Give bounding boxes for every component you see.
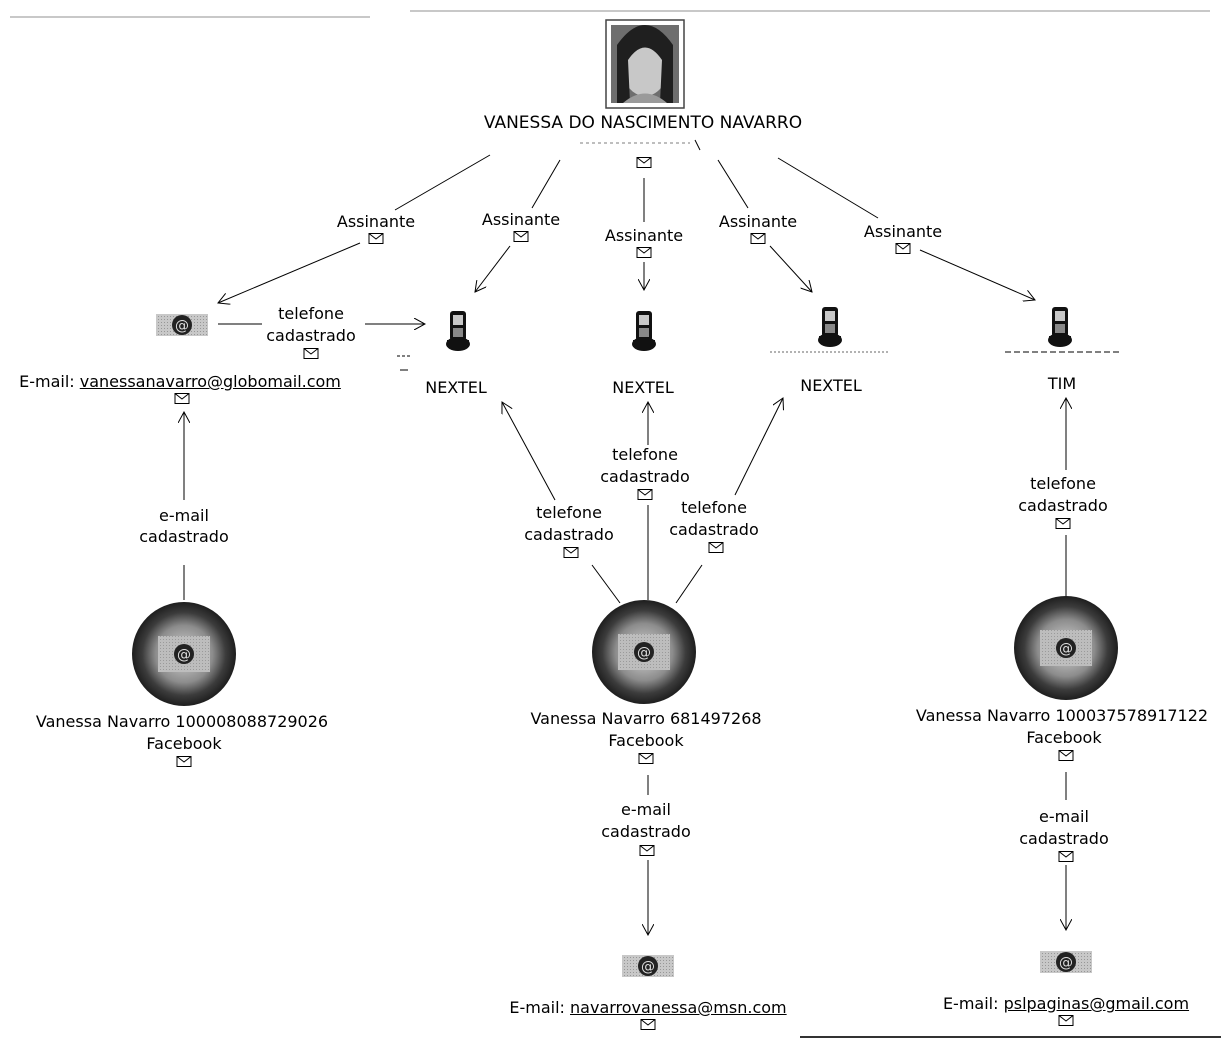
edge-person-phone3-a [717,159,749,209]
envelope-icon[interactable] [751,233,766,244]
edge-label-assinante: Assinante [336,212,416,231]
redaction-marks [397,139,1120,371]
email-address-link[interactable]: vanessanavarro@globomail.com [79,372,341,391]
facebook-profile-title[interactable]: Vanessa Navarro 681497268 [530,709,762,728]
envelope-icon[interactable] [637,247,652,258]
facebook-profile-title[interactable]: Vanessa Navarro 100037578917122 [915,706,1209,725]
edge-label-telefone: telefone [1030,474,1096,493]
edge-label-assinante: Assinante [604,226,684,245]
envelope-icon[interactable] [637,157,652,168]
edges [184,154,1066,935]
edge-fb2-phone1-a [591,564,621,604]
envelope-icon[interactable] [1059,750,1074,761]
edge-label-cadastrado: cadastrado [669,520,759,539]
phone-carrier-label: NEXTEL [612,378,674,397]
facebook-network-label: Facebook [1026,728,1102,747]
email-address-link[interactable]: pslpaginas@gmail.com [1003,994,1190,1013]
edge-fb2-phone1-b [502,402,556,501]
edge-label-telefone: telefone [681,498,747,517]
mobile-phone-icon[interactable] [446,311,470,351]
edge-label-assinante: Assinante [863,222,943,241]
envelope-icon[interactable] [1059,851,1074,862]
envelope-icon[interactable] [639,753,654,764]
edge-label-cadastrado: cadastrado [1019,829,1109,848]
mobile-phone-icon[interactable] [1048,307,1072,347]
edge-label-assinante: Assinante [481,210,561,229]
scan-artifact-top-left [10,16,370,18]
edge-person-phone4-b [919,249,1035,300]
email-prefix: E-mail: [509,998,571,1017]
facebook-network-label: Facebook [608,731,684,750]
email-address-link[interactable]: navarrovanessa@msn.com [570,998,787,1017]
at-sign-icon[interactable] [622,955,674,977]
edge-label-cadastrado: cadastrado [601,822,691,841]
edge-label-email: e-mail [1039,807,1089,826]
edge-person-email1-a [394,154,491,211]
envelope-icon[interactable] [896,243,911,254]
mobile-phone-icon[interactable] [632,311,656,351]
envelope-icon[interactable] [641,1019,656,1030]
at-sign-icon[interactable] [156,314,208,336]
envelope-icon[interactable] [369,233,384,244]
scan-artifact-bottom-right [800,1036,1221,1038]
email-prefix: E-mail: [942,994,1004,1013]
edge-label-email: e-mail [621,800,671,819]
phone-carrier-label: TIM [1047,374,1077,393]
at-sign-icon[interactable] [1040,951,1092,973]
envelope-icon[interactable] [304,348,319,359]
edge-person-phone1-b [475,245,511,292]
envelope-icon[interactable] [1056,518,1071,529]
envelope-icon[interactable] [514,231,529,242]
email-label: E-mail: pslpaginas@gmail.com [943,994,1189,1014]
scan-artifact-top-right [410,10,1210,12]
edge-label-telefone: telefone [536,503,602,522]
edge-fb2-phone3-b [734,398,783,496]
email-label: E-mail: navarrovanessa@msn.com [509,998,786,1018]
email-prefix: E-mail: [19,372,80,391]
edge-label-assinante: Assinante [718,212,798,231]
envelope-icon[interactable] [175,393,190,404]
person-name[interactable]: VANESSA DO NASCIMENTO NAVARRO [483,113,803,133]
edge-person-phone3-b [769,245,812,292]
edge-label-cadastrado: cadastrado [139,527,229,546]
mobile-phone-icon[interactable] [818,307,842,347]
envelope-icon[interactable] [177,756,192,767]
facebook-globe-icon[interactable] [132,602,236,706]
facebook-profile-title[interactable]: Vanessa Navarro 100008088729026 [35,712,329,731]
edge-label-cadastrado: cadastrado [600,467,690,486]
envelope-icon[interactable] [564,547,579,558]
email-label: E-mail: vanessanavarro@globomail.com [19,372,341,392]
phone-carrier-label: NEXTEL [800,376,862,395]
edge-label-cadastrado: cadastrado [1018,496,1108,515]
edge-label-cadastrado: cadastrado [266,326,356,345]
facebook-globe-icon[interactable] [592,600,696,704]
edge-label-telefone: telefone [612,445,678,464]
envelope-icon[interactable] [638,489,653,500]
facebook-globe-icon[interactable] [1014,596,1118,700]
edge-person-email1-b [218,242,361,303]
edge-person-phone1-a [531,159,561,209]
edge-label-cadastrado: cadastrado [524,525,614,544]
envelope-icon[interactable] [640,845,655,856]
envelope-icon[interactable] [1059,1015,1074,1026]
envelope-icon[interactable] [709,542,724,553]
edge-label-email: e-mail [159,506,209,525]
phone-carrier-label: NEXTEL [425,378,487,397]
edge-fb2-phone3-a [675,564,703,604]
person-photo[interactable] [605,19,685,109]
facebook-network-label: Facebook [146,734,222,753]
edge-label-telefone: telefone [278,304,344,323]
edge-person-phone4-a [777,157,879,219]
